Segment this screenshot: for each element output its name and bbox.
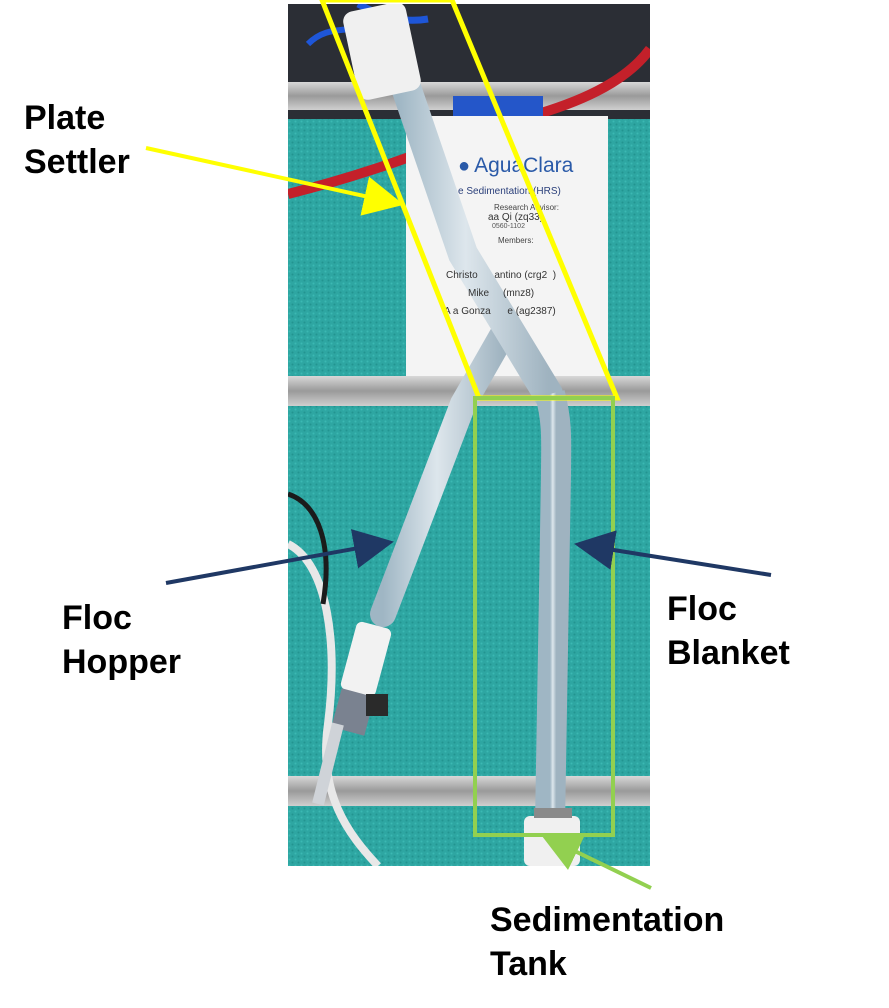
floc-hopper-tube (370, 321, 516, 627)
poster-member-2: Mike (mnz8) (468, 288, 535, 299)
floc-blanket-tube (535, 390, 572, 825)
floc-hopper-label: Floc Hopper (62, 596, 181, 684)
poster-advisor-heading: Research Advisor: (494, 203, 559, 212)
top-fitting (343, 4, 421, 100)
sedimentation-tank-arrow (540, 833, 652, 890)
sedimentation-tank-label: Sedimentation Tank (490, 898, 724, 986)
poster-logo-text: AguaClara (474, 154, 574, 177)
poster-title: e Sedimentation (HRS) (458, 186, 561, 197)
floc-hopper-label-line2: Hopper (62, 643, 181, 681)
floc-blanket-label-line1: Floc (667, 590, 737, 628)
poster-member-1: Christo antino (crg2 ) (446, 270, 557, 281)
apparatus-photo: ● AguaClara e Sedimentation (HRS) Resear… (288, 4, 650, 866)
floc-blanket-arrow (574, 530, 772, 577)
poster-content: ● AguaClara e Sedimentation (HRS) Resear… (458, 154, 608, 245)
aguaclara-logo: ● AguaClara (458, 154, 608, 178)
plate-settler-arrow (145, 146, 404, 216)
floc-hopper-label-line1: Floc (62, 599, 132, 637)
floc-hopper-arrow (165, 529, 394, 585)
water-drop-icon: ● (458, 154, 471, 177)
plate-settler-tube (383, 49, 563, 409)
floc-blanket-label-line2: Blanket (667, 634, 790, 672)
plate-settler-label-line2: Settler (24, 143, 130, 181)
photo-illustration (288, 4, 650, 866)
floc-blanket-label: Floc Blanket (667, 587, 790, 675)
sedimentation-tank-label-line1: Sedimentation (490, 901, 725, 939)
lower-rail (288, 776, 650, 806)
poster-members-heading: Members: (498, 236, 534, 245)
sedimentation-tank-outline (473, 396, 615, 837)
sedimentation-tank-label-line2: Tank (490, 945, 567, 983)
poster-advisor: aa Qi (zq33) (488, 212, 544, 223)
plate-settler-label-line1: Plate (24, 99, 106, 137)
plate-settler-outline (319, 0, 621, 401)
plate-settler-label: Plate Settler (24, 96, 130, 184)
poster-advisor-phone: 0560-1102 (492, 223, 525, 230)
